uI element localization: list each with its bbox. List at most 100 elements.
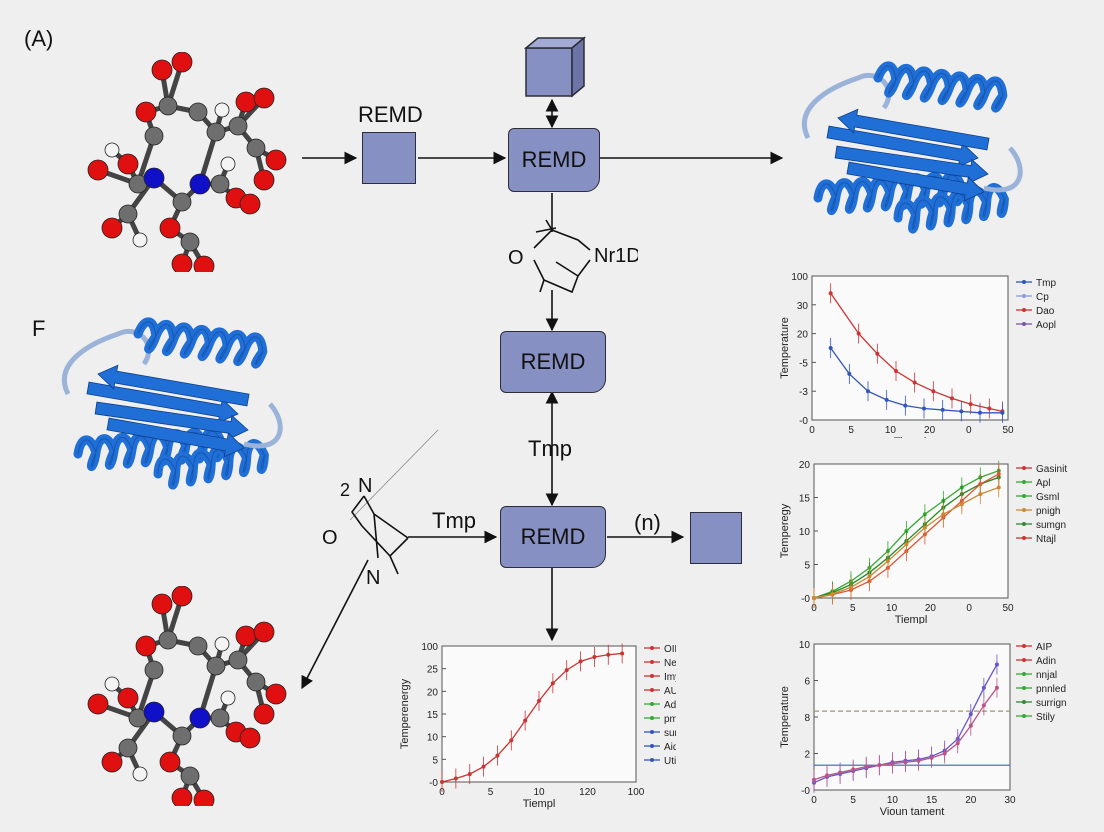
atom xyxy=(118,738,138,758)
legend-label: sumign xyxy=(664,728,676,739)
x-tick-label: 10 xyxy=(886,603,898,614)
legend-label: Utigl xyxy=(664,756,676,767)
y-tick-label: -0 xyxy=(801,594,810,605)
legend-marker xyxy=(650,660,654,664)
data-point xyxy=(904,529,909,533)
series-line xyxy=(830,347,1003,414)
small-box-right xyxy=(690,512,742,564)
legend-marker xyxy=(1022,280,1026,284)
data-point xyxy=(996,485,1001,490)
data-point xyxy=(885,559,890,564)
legend-label: pmign xyxy=(664,714,676,725)
chart-temperature-decay: 1003020-5-3-0051020050TiemplTemperatureT… xyxy=(779,272,1056,438)
data-point xyxy=(890,761,895,766)
legend-label: Gasinit xyxy=(1036,464,1067,475)
data-point xyxy=(884,397,889,402)
beta-strand xyxy=(846,161,985,202)
atom xyxy=(189,173,211,195)
y-axis-label: Temperegy xyxy=(779,503,791,558)
data-point xyxy=(828,291,833,296)
atom xyxy=(87,693,109,715)
data-point xyxy=(537,698,541,703)
atom xyxy=(220,156,236,172)
x-tick-label: 30 xyxy=(1004,795,1016,806)
atom xyxy=(144,126,164,146)
data-point xyxy=(922,512,927,517)
atom xyxy=(101,217,123,239)
x-axis-label: Tiempl xyxy=(894,436,927,438)
data-point xyxy=(903,760,908,765)
atom xyxy=(171,586,193,607)
y-tick-label: 25 xyxy=(427,665,439,676)
x-tick-label: 5 xyxy=(488,787,494,798)
data-point xyxy=(922,406,926,411)
legend-label: nnjal xyxy=(1036,670,1057,681)
mol1-n: Nr1D xyxy=(594,245,638,267)
molecule-skeletal-1: O Nr1D xyxy=(508,219,638,294)
atom xyxy=(253,621,275,643)
legend-marker xyxy=(650,744,654,748)
data-point xyxy=(453,776,458,781)
remd-label-top: REMD xyxy=(358,102,423,127)
x-tick-label: 10 xyxy=(887,795,899,806)
data-point xyxy=(828,346,833,350)
data-point xyxy=(812,777,816,782)
x-tick-label: 20 xyxy=(965,795,977,806)
data-point xyxy=(467,772,472,777)
atom xyxy=(253,703,275,725)
atom xyxy=(235,625,257,647)
x-tick-label: 5 xyxy=(848,425,854,436)
legend-label: Gsml xyxy=(1036,492,1059,503)
y-tick-label: 100 xyxy=(791,272,808,283)
data-point xyxy=(994,685,999,690)
arrow-to-bottom-molecule xyxy=(301,559,369,690)
atom xyxy=(171,253,193,272)
beta-strand xyxy=(837,108,990,151)
legend-label: Dao xyxy=(1036,306,1055,317)
atom xyxy=(159,751,181,773)
data-point xyxy=(931,389,936,394)
legend-label: Stily xyxy=(1036,712,1055,723)
atom xyxy=(253,169,275,191)
y-tick-label: 10 xyxy=(799,527,811,538)
atom xyxy=(210,708,230,728)
atom xyxy=(171,52,193,73)
atom xyxy=(189,707,211,729)
x-axis-label: Tiempl xyxy=(895,614,928,624)
x-tick-label: 0 xyxy=(809,425,815,436)
data-point xyxy=(968,402,973,407)
molecule-ball-stick-icon-bottom xyxy=(87,586,287,806)
legend-marker xyxy=(1022,672,1026,676)
atom xyxy=(104,676,120,692)
mol2-o: O xyxy=(322,527,338,549)
x-tick-label: 5 xyxy=(850,795,856,806)
atom xyxy=(206,122,226,142)
data-point xyxy=(550,681,555,686)
remd-box-2: REMD xyxy=(500,331,606,393)
beta-strand xyxy=(97,364,250,407)
legend-marker xyxy=(650,730,654,734)
legend-label: AIP xyxy=(1036,642,1052,653)
chart-plot-area xyxy=(441,645,637,783)
atom xyxy=(143,701,165,723)
y-axis-label: Temperature xyxy=(779,317,791,379)
data-point xyxy=(620,651,625,656)
data-point xyxy=(867,574,872,579)
data-point xyxy=(978,482,983,487)
data-point xyxy=(981,685,986,690)
y-tick-label: 5 xyxy=(432,755,438,766)
x-tick-label: 0 xyxy=(811,603,817,614)
x-tick-label: 20 xyxy=(925,603,937,614)
mol2-n-bot: N xyxy=(366,567,380,586)
atom xyxy=(158,96,178,116)
legend-label: pnigh xyxy=(1036,506,1060,517)
atom xyxy=(118,204,138,224)
n-label: (n) xyxy=(634,510,661,535)
legend-marker xyxy=(1022,658,1026,662)
legend-label: surrign xyxy=(1036,698,1067,709)
atom xyxy=(214,102,230,118)
atom xyxy=(132,766,148,782)
atom xyxy=(235,91,257,113)
data-point xyxy=(987,406,992,411)
atom xyxy=(151,593,173,615)
